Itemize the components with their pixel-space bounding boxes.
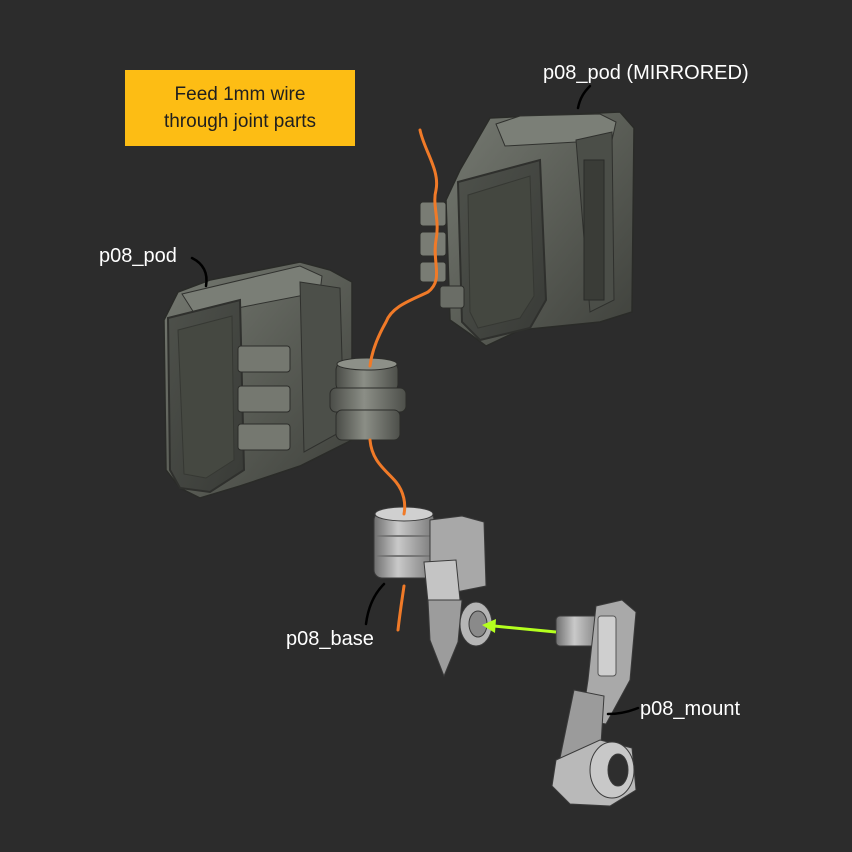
label-base: p08_base [286, 628, 374, 650]
joint-part [329, 357, 407, 441]
pod-mirrored-part [419, 111, 635, 347]
wire [368, 128, 439, 632]
label-mount: p08_mount [640, 698, 741, 720]
leader-pod [190, 256, 208, 288]
leader-mount [606, 706, 640, 716]
label-pod-mirrored: p08_pod (MIRRORED) [543, 62, 749, 84]
pod-part [163, 261, 353, 499]
assembly-arrow [482, 619, 557, 634]
mount-part [551, 599, 637, 807]
label-pod: p08_pod [99, 245, 177, 267]
instruction-note: Feed 1mm wire through joint parts [125, 70, 355, 146]
base-part [373, 506, 493, 678]
instruction-note-line2: through joint parts [163, 111, 317, 132]
instruction-note-line1: Feed 1mm wire [174, 84, 306, 105]
leader-pod-mirrored [576, 84, 592, 110]
leader-lines [190, 84, 640, 716]
leader-base [364, 582, 386, 626]
